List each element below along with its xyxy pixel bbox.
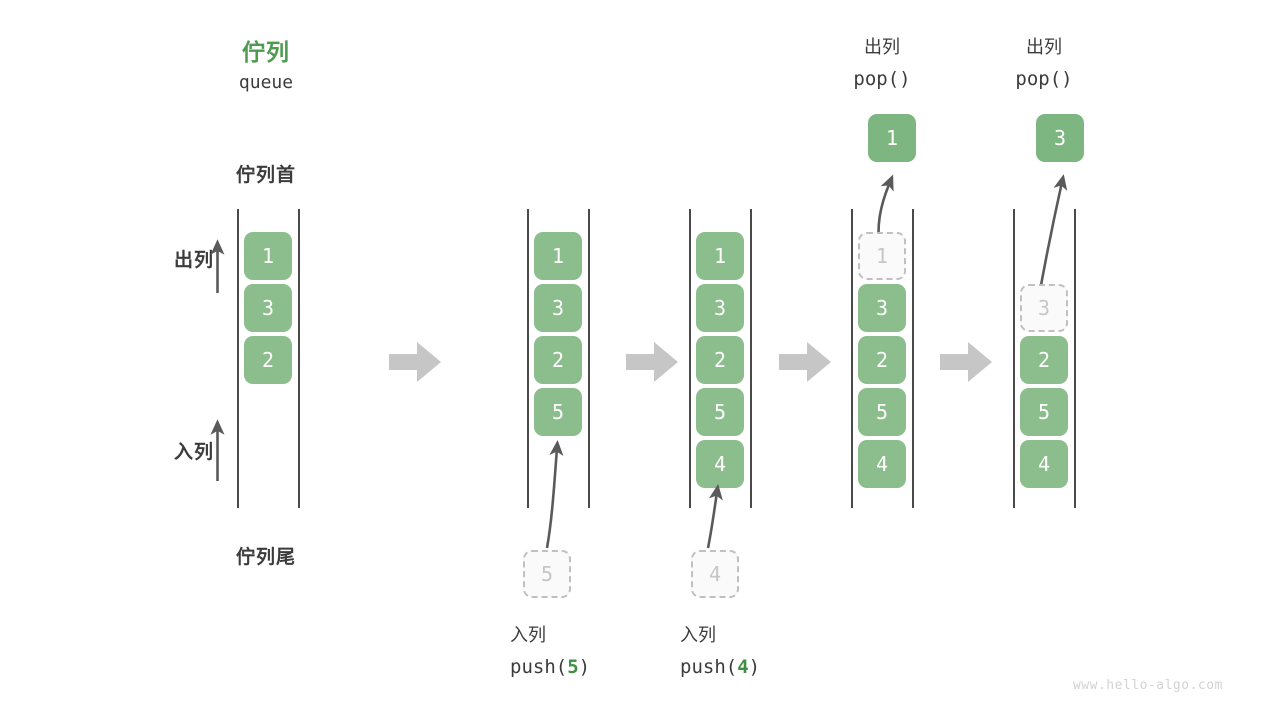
queue-rail-right — [912, 209, 914, 508]
queue-node[interactable]: 1 — [534, 232, 582, 280]
queue-node-ghost: 3 — [1020, 284, 1068, 332]
queue-node-ghost: 1 — [858, 232, 906, 280]
popped-node[interactable]: 1 — [868, 114, 916, 162]
queue-node[interactable]: 4 — [696, 440, 744, 488]
queue-rail-left — [689, 209, 691, 508]
queue-node[interactable]: 4 — [858, 440, 906, 488]
queue-node[interactable]: 5 — [858, 388, 906, 436]
watermark: www.hello-algo.com — [1073, 678, 1223, 693]
queue-node[interactable]: 2 — [244, 336, 292, 384]
step-arrow-icon — [626, 342, 678, 382]
queue-node[interactable]: 2 — [858, 336, 906, 384]
operation-label-code: pop() — [836, 68, 928, 90]
queue-rail-right — [1074, 209, 1076, 508]
operation-label-code: push(5) — [510, 656, 590, 678]
queue-node[interactable]: 3 — [534, 284, 582, 332]
queue-node[interactable]: 2 — [534, 336, 582, 384]
incoming-node-ghost: 5 — [523, 550, 571, 598]
queue-node[interactable]: 5 — [534, 388, 582, 436]
op-code-arg: 5 — [567, 656, 579, 678]
incoming-node-ghost: 4 — [691, 550, 739, 598]
diagram-title-cn: 佇列 — [242, 39, 290, 65]
queue-rail-right — [750, 209, 752, 508]
queue-node[interactable]: 1 — [244, 232, 292, 280]
operation-label-cn: 出列 — [1026, 37, 1062, 57]
queue-node[interactable]: 2 — [1020, 336, 1068, 384]
op-code-suffix: ) — [1061, 68, 1073, 90]
queue-tail-label: 佇列尾 — [235, 547, 296, 568]
op-code-arg: 4 — [737, 656, 749, 678]
op-code-suffix: ) — [578, 656, 591, 678]
popped-node[interactable]: 3 — [1036, 114, 1084, 162]
queue-node[interactable]: 1 — [696, 232, 744, 280]
push-arrow-icon — [545, 439, 564, 549]
diagram-title-code: queue — [238, 72, 294, 93]
queue-rail-right — [588, 209, 590, 508]
operation-label-cn: 出列 — [864, 37, 900, 57]
step-arrow-icon — [779, 342, 831, 382]
enqueue-direction-label: 入列 — [173, 442, 214, 463]
queue-node[interactable]: 2 — [696, 336, 744, 384]
operation-label-cn: 入列 — [680, 625, 716, 645]
enqueue-direction-arrow-icon — [210, 419, 225, 481]
queue-rail-left — [1013, 209, 1015, 508]
step-arrow-icon — [940, 342, 992, 382]
queue-head-label: 佇列首 — [235, 165, 296, 186]
operation-label-code: pop() — [998, 68, 1090, 90]
queue-rail-left — [851, 209, 853, 508]
op-code-prefix: pop( — [853, 68, 900, 90]
dequeue-direction-arrow-icon — [210, 239, 225, 293]
queue-node[interactable]: 3 — [858, 284, 906, 332]
operation-label-cn: 入列 — [510, 625, 546, 645]
dequeue-direction-label: 出列 — [173, 250, 214, 271]
op-code-prefix: push( — [510, 656, 568, 678]
op-code-suffix: ) — [899, 68, 911, 90]
queue-node[interactable]: 5 — [696, 388, 744, 436]
operation-label-code: push(4) — [680, 656, 760, 678]
op-code-prefix: pop( — [1015, 68, 1062, 90]
queue-node[interactable]: 3 — [696, 284, 744, 332]
queue-node[interactable]: 3 — [244, 284, 292, 332]
queue-rail-right — [298, 209, 300, 508]
queue-rail-left — [237, 209, 239, 508]
op-code-suffix: ) — [748, 656, 761, 678]
op-code-prefix: push( — [680, 656, 738, 678]
queue-rail-left — [527, 209, 529, 508]
queue-node[interactable]: 5 — [1020, 388, 1068, 436]
queue-node[interactable]: 4 — [1020, 440, 1068, 488]
push-arrow-icon — [706, 484, 723, 549]
step-arrow-icon — [389, 342, 441, 382]
